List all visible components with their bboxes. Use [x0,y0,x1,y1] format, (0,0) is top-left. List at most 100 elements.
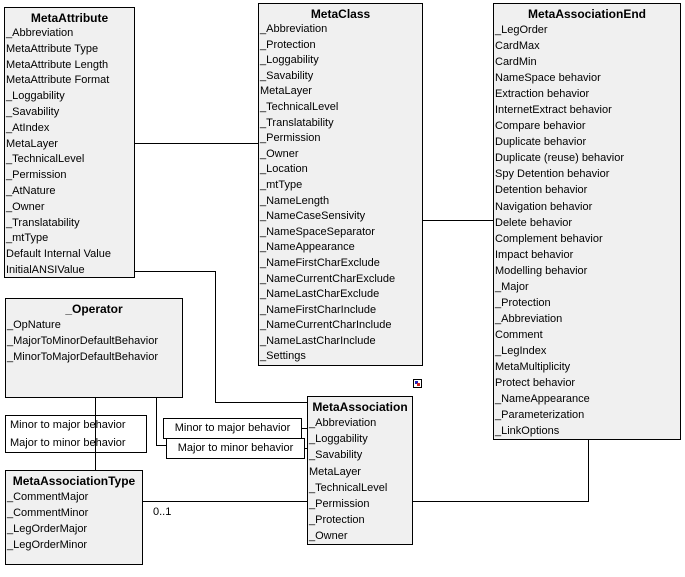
class-attribute: _Abbreviation [6,27,74,39]
class-box-metaassociation[interactable]: MetaAssociation _Abbreviation_Loggabilit… [307,396,413,545]
class-title-metaassociationend: MetaAssociationEnd [527,7,647,21]
connector-metaattribute-metaassociation-seg3 [215,402,307,403]
class-attribute: _Settings [260,350,306,363]
class-attribute: _NameSpaceSeparator [260,225,375,238]
class-attribute: _NameFirstCharExclude [260,256,380,269]
link-label-left-line2: Major to minor behavior [10,437,126,449]
class-attribute: _Abbreviation [495,312,563,325]
class-attribute: MetaAttribute Format [6,74,110,87]
class-attribute: _NameCurrentCharExclude [260,272,396,285]
class-attribute: _Permission [309,498,370,511]
class-attribute: _Major [495,280,529,293]
marker-blue-square [415,381,418,384]
link-label-box-left[interactable]: Minor to major behavior Major to minor b… [5,415,147,453]
connector-metaassociation-metaassociationend-seg1 [412,501,589,502]
class-attribute: _Loggability [260,54,319,67]
class-attribute: _Owner [260,147,299,160]
class-attribute: Duplicate behavior [495,136,587,149]
class-attribute: InternetExtract behavior [495,104,612,117]
class-box-operator[interactable]: _Operator _OpNature_MajorToMinorDefaultB… [5,298,183,398]
class-box-metaclass[interactable]: MetaClass _Abbreviation_Protection_Logga… [258,3,423,366]
connector-operator-linklabel-seg1 [156,397,157,446]
marker-red-square [417,383,420,386]
link-label-box-right-bottom[interactable]: Major to minor behavior [166,438,305,459]
link-label-right-top-text: Minor to major behavior [174,422,291,434]
class-attribute: _Protection [495,296,551,309]
class-attribute: MetaLayer [260,85,312,98]
class-attribute: _Loggability [309,433,368,446]
class-attribute: _NameCaseSensivity [260,210,366,223]
class-attribute: _AtNature [6,184,56,197]
class-attribute: MetaLayer [6,137,58,150]
attribute-list-operator: _OpNature_MajorToMinorDefaultBehavior_Mi… [6,317,182,365]
class-attribute: _Parameterization [495,409,585,422]
class-attribute: _Loggability [6,90,65,103]
class-attribute: _mtType [6,232,49,245]
class-attribute: _MinorToMajorDefaultBehavior [7,351,159,363]
connector-metaassociation-metaassociationend-seg2 [588,439,589,502]
connector-linklabel-metaassociation-stub2 [304,448,308,449]
connector-metaclass-metaassociationend [422,220,493,221]
class-attribute: Navigation behavior [495,200,593,213]
class-attribute: _CommentMinor [7,507,89,519]
class-attribute: _LegOrderMinor [7,539,88,551]
class-attribute: _TechnicalLevel [309,481,388,494]
class-marker-icon[interactable] [413,379,422,388]
attribute-list-metaassociationtype: _CommentMajor_CommentMinor_LegOrderMajor… [6,489,142,553]
class-attribute: _Savability [309,449,363,462]
link-label-left-line1: Minor to major behavior [10,419,126,431]
class-attribute: _Owner [309,530,348,543]
class-attribute: _Abbreviation [260,23,328,35]
class-attribute: _OpNature [7,319,61,331]
class-attribute: _NameLength [260,194,330,207]
class-attribute: _NameAppearance [495,393,590,406]
class-attribute: Duplicate (reuse) behavior [495,152,625,165]
class-attribute: _TechnicalLevel [260,100,339,113]
class-attribute: Protect behavior [495,377,576,390]
class-box-metaassociationtype[interactable]: MetaAssociationType _CommentMajor_Commen… [5,470,143,565]
class-attribute: Default Internal Value [6,248,111,261]
class-attribute: Extraction behavior [495,88,590,101]
link-label-right-bottom-text: Major to minor behavior [177,442,294,454]
connector-linklabel-metaassociation-stub1 [301,428,308,429]
class-attribute: _Permission [6,169,67,182]
connector-operator-linklabel-seg2 [156,445,167,446]
class-attribute: _NameFirstCharInclude [260,303,377,316]
class-attribute: Impact behavior [495,248,574,261]
class-attribute: _Translatability [260,116,334,129]
class-attribute: _AtIndex [6,121,50,134]
connector-operator-metaassociationtype [95,397,96,471]
class-attribute: Modelling behavior [495,264,588,277]
class-title-metaattribute: MetaAttribute [30,11,109,25]
class-attribute: _Location [260,163,308,176]
connector-metaattribute-metaassociation-seg1 [134,271,215,272]
class-attribute: _NameAppearance [260,241,355,254]
class-attribute: _LegOrder [495,24,548,36]
class-title-operator: _Operator [65,302,123,316]
class-attribute: _NameLastCharInclude [260,334,376,347]
class-attribute: _NameCurrentCharInclude [260,319,392,332]
class-attribute: _NameLastCharExclude [260,288,380,301]
class-attribute: _TechnicalLevel [6,153,85,166]
link-label-box-right-top[interactable]: Minor to major behavior [163,418,302,439]
class-attribute: _Translatability [6,216,80,229]
class-title-metaassociationtype: MetaAssociationType [12,474,136,488]
connector-metaassociationtype-metaassociation [142,501,308,502]
class-attribute: _mtType [260,178,303,191]
class-attribute: Spy Detention behavior [495,168,610,181]
class-attribute: MetaLayer [309,465,361,478]
class-attribute: _Protection [309,514,365,527]
class-attribute: _Savability [260,69,314,82]
attribute-list-metaclass: _Abbreviation_Protection_Loggability_Sav… [259,22,422,365]
class-attribute: Comment [495,328,543,341]
class-title-metaclass: MetaClass [310,7,371,21]
class-attribute: Compare behavior [495,120,586,133]
class-attribute: _Permission [260,132,321,145]
class-attribute: MetaMultiplicity [495,360,571,373]
